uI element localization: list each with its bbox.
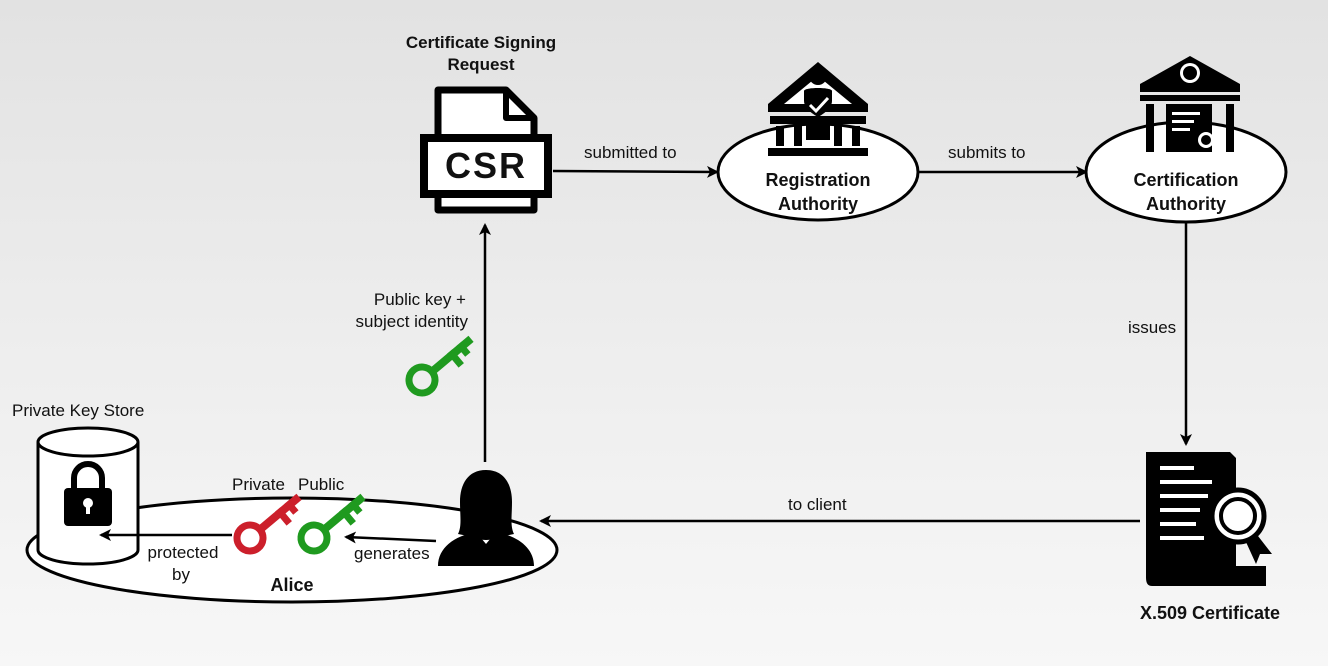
public-key-transfer-icon bbox=[405, 335, 474, 397]
certification-authority-line2: Authority bbox=[1146, 194, 1226, 214]
certification-authority-label: Certification Authority bbox=[1096, 168, 1276, 216]
public-key-label: Public bbox=[298, 475, 345, 494]
registration-authority-line1: Registration bbox=[765, 170, 871, 190]
public-key-icon bbox=[297, 493, 366, 555]
registration-authority-label: Registration Authority bbox=[728, 168, 908, 216]
private-key-icon bbox=[233, 493, 302, 555]
private-key-label: Private bbox=[232, 475, 285, 494]
alice-label: Alice bbox=[270, 575, 314, 595]
csr-title-line2: Request bbox=[447, 55, 515, 74]
csr-document-icon bbox=[420, 86, 552, 214]
person-icon bbox=[438, 470, 534, 566]
generates-label: generates bbox=[354, 544, 430, 563]
protected-line1: protected bbox=[147, 543, 219, 562]
submitted-to-label: submitted to bbox=[584, 143, 677, 162]
x509-certificate-icon bbox=[1146, 452, 1272, 586]
protected-by-label: protected by bbox=[140, 542, 226, 586]
key-store-label: Private Key Store bbox=[12, 401, 145, 420]
registration-authority-line2: Authority bbox=[778, 194, 858, 214]
csr-title: Certificate Signing Request bbox=[381, 32, 581, 76]
edge-alice-generates-keys bbox=[344, 531, 437, 544]
to-client-label: to client bbox=[788, 495, 847, 514]
submits-to-label: submits to bbox=[948, 143, 1026, 162]
public-key-identity-line1: Public key + bbox=[373, 290, 466, 309]
bank-certificate-icon bbox=[1140, 56, 1240, 152]
edge-csr-to-ra bbox=[552, 165, 719, 178]
public-key-identity-label: Public key + subject identity bbox=[326, 289, 496, 333]
public-key-identity-line2: subject identity bbox=[355, 312, 468, 331]
csr-title-line1: Certificate Signing bbox=[405, 33, 557, 52]
shield-building-icon bbox=[768, 62, 868, 156]
lock-icon bbox=[64, 461, 112, 526]
protected-line2: by bbox=[172, 565, 190, 584]
issues-label: issues bbox=[1128, 318, 1177, 337]
certification-authority-line1: Certification bbox=[1133, 170, 1239, 190]
csr-icon-text: CSR bbox=[444, 145, 527, 186]
certificate-label: X.509 Certificate bbox=[1139, 603, 1281, 623]
